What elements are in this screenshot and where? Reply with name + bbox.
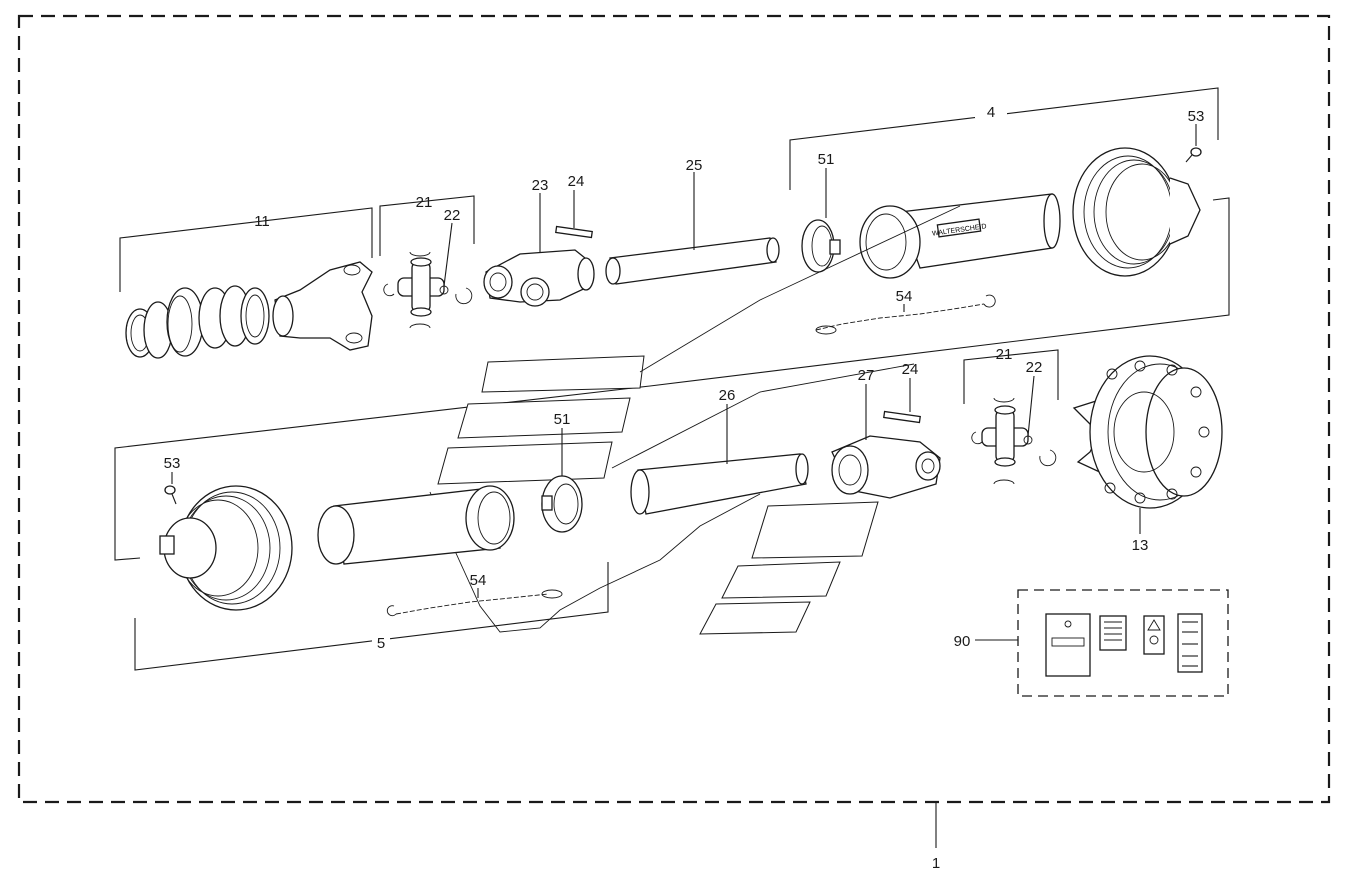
callout-54-top: 54 [896, 288, 913, 305]
part-51-bearing-ring-top: 51 [801, 151, 841, 273]
bracket-group-4: 4 [114, 87, 1230, 561]
decal-sheet-3-icon [1177, 613, 1203, 673]
callout-51-top: 51 [818, 151, 835, 168]
bracket-11: 11 [119, 207, 373, 292]
callout-22-top: 22 [444, 207, 461, 224]
callout-11: 11 [254, 213, 270, 230]
part-guard-cone-top [1072, 147, 1201, 277]
manual-booklet-icon [1045, 613, 1091, 677]
part-23-inner-yoke: 23 [483, 177, 595, 307]
part-51-bearing-ring-bottom: 51 [541, 411, 583, 533]
part-25-inner-profile-tube: 25 [605, 157, 780, 285]
part-guard-cone-bottom [159, 485, 293, 611]
callout-26: 26 [719, 387, 736, 404]
assembly-frame [17, 14, 1331, 804]
callout-23: 23 [532, 177, 549, 194]
part-22-circlip-top: 22 [439, 207, 473, 305]
part-53-screw-bottom: 53 [164, 455, 181, 505]
part-13-clutch: 13 [1072, 355, 1223, 554]
part-26-outer-profile-tube: 26 [630, 387, 809, 515]
callout-53-bottom: 53 [164, 455, 181, 472]
part-27-outer-yoke: 27 [831, 367, 941, 499]
callout-21-top: 21 [416, 194, 433, 211]
callout-4: 4 [987, 104, 995, 121]
part-outer-guard-tube [317, 485, 515, 565]
decal-sheet-1-icon [1099, 615, 1127, 651]
part-90-decal-kit: 90 [954, 589, 1229, 697]
callout-22-bottom: 22 [1026, 359, 1043, 376]
decal-sheet-2-icon [1143, 615, 1165, 655]
callout-24-bottom: 24 [902, 361, 919, 378]
part-21-cross-top [383, 251, 445, 329]
callout-24-top: 24 [568, 173, 585, 190]
callout-13: 13 [1132, 537, 1149, 554]
part-22-circlip-bottom: 22 [1023, 359, 1057, 467]
callout-27: 27 [858, 367, 875, 384]
bracket-group-5: 5 [134, 562, 609, 671]
part-24-pin-bottom: 24 [883, 361, 921, 424]
assembled-shaft-ghost [429, 205, 961, 635]
callout-90: 90 [954, 633, 971, 650]
callout-53-top: 53 [1188, 108, 1205, 125]
bracket-21-top: 21 [379, 194, 475, 256]
callout-51-bottom: 51 [554, 411, 571, 428]
bracket-21-bottom: 21 [963, 346, 1059, 404]
callout-1: 1 [932, 855, 940, 872]
part-inner-guard-tube: WALTERSCHEID [859, 193, 1061, 279]
part-11-rings-and-yoke [125, 261, 373, 359]
part-53-screw-top: 53 [1185, 108, 1205, 163]
callout-54-bottom: 54 [470, 572, 487, 589]
part-24-pin-top: 24 [555, 173, 593, 239]
callout-5: 5 [377, 635, 385, 652]
part-21-cross-bottom [971, 397, 1029, 485]
part-54-chain-top: 54 [815, 288, 996, 335]
callout-25: 25 [686, 157, 703, 174]
part-54-chain-bottom: 54 [386, 572, 563, 617]
callout-21-bottom: 21 [996, 346, 1013, 363]
